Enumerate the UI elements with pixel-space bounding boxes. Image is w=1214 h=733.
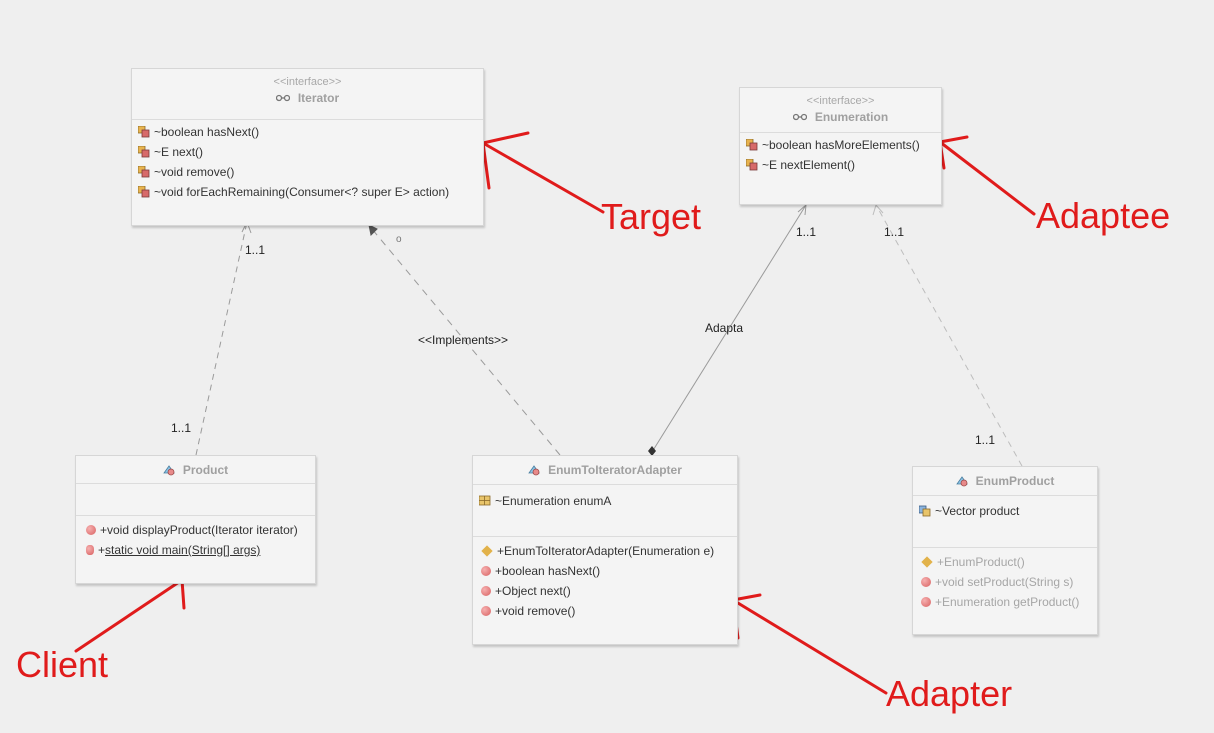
product-op-main[interactable]: +static void main(String[] args)	[86, 540, 315, 560]
enumeration-op-nextelement[interactable]: ~E nextElement()	[746, 155, 941, 175]
implements-marker: o	[396, 234, 402, 245]
enumeration-name: Enumeration	[814, 110, 889, 124]
iterator-op-remove[interactable]: ~void remove()	[138, 162, 483, 182]
iterator-op-remove-label: ~void remove()	[154, 165, 235, 179]
public-method-icon	[481, 606, 491, 616]
adapter-attr-enuma-label: ~Enumeration enumA	[495, 494, 612, 508]
annotation-target: Target	[601, 196, 702, 237]
adapter-name: EnumToIteratorAdapter	[548, 463, 682, 477]
product-op-displayproduct-label: +void displayProduct(Iterator iterator)	[100, 523, 298, 537]
implements-arrowhead	[368, 224, 378, 237]
product-iterator-dependency[interactable]	[195, 221, 248, 456]
static-method-icon	[86, 545, 94, 555]
method-icon	[138, 146, 150, 158]
public-method-icon	[481, 566, 491, 576]
multiplicity-enumproduct-enumeration-top: 1..1	[884, 225, 905, 239]
enumproduct-attr-product-label: ~Vector product	[935, 504, 1020, 518]
method-icon	[138, 126, 150, 138]
iterator-op-next-label: ~E next()	[154, 145, 204, 159]
iterator-name: Iterator	[297, 91, 340, 105]
product-op-main-label: static void main(String[] args)	[105, 543, 261, 557]
product-attributes	[76, 484, 315, 516]
interface-icon	[275, 94, 290, 102]
interface-icon	[792, 113, 807, 121]
client-annotation-arrow	[74, 575, 186, 653]
iterator-op-next[interactable]: ~E next()	[138, 142, 483, 162]
constructor-icon	[481, 545, 493, 557]
multiplicity-adapter-enumeration: 1..1	[796, 225, 817, 239]
public-method-icon	[481, 586, 491, 596]
adapter-op-remove-label: +void remove()	[495, 604, 576, 618]
iterator-op-hasnext-label: ~boolean hasNext()	[154, 125, 260, 139]
adapta-arrowhead	[797, 203, 807, 216]
multiplicity-product-iterator-top: 1..1	[245, 243, 266, 257]
enumproduct-attr-product[interactable]: ~Vector product	[919, 501, 1097, 521]
public-method-icon	[86, 525, 96, 535]
adapter-op-hasnext-label: +boolean hasNext()	[495, 564, 601, 578]
target-annotation-arrow	[481, 131, 605, 214]
product-class[interactable]: Product +void displayProduct(Iterator it…	[75, 455, 316, 584]
method-icon	[746, 159, 758, 171]
product-op-displayproduct[interactable]: +void displayProduct(Iterator iterator)	[86, 520, 315, 540]
class-icon	[955, 476, 968, 487]
enumeration-stereotype: <<interface>>	[806, 95, 875, 107]
multiplicity-product-iterator-bottom: 1..1	[171, 421, 192, 435]
enumproduct-op-setproduct[interactable]: +void setProduct(String s)	[921, 572, 1097, 592]
class-icon	[528, 465, 540, 476]
public-method-icon	[921, 597, 931, 607]
annotation-adapter: Adapter	[886, 673, 1013, 714]
adapter-attr-enuma[interactable]: ~Enumeration enumA	[479, 491, 737, 511]
enumproduct-name: EnumProduct	[975, 474, 1055, 488]
adapter-op-hasnext[interactable]: +boolean hasNext()	[481, 561, 737, 581]
method-icon	[746, 139, 758, 151]
method-icon	[138, 166, 150, 178]
product-name: Product	[182, 463, 229, 477]
adaptee-annotation-arrow	[938, 135, 1036, 216]
iterator-stereotype: <<interface>>	[273, 76, 342, 88]
iterator-op-foreachremaining-label: ~void forEachRemaining(Consumer<? super …	[154, 185, 450, 199]
annotation-adaptee: Adaptee	[1036, 195, 1171, 236]
adapta-association-label: Adapta	[705, 321, 744, 335]
adapter-op-next-label: +Object next()	[495, 584, 571, 598]
enumproduct-enumeration-arrowhead	[872, 203, 884, 216]
enumeration-op-nextelement-label: ~E nextElement()	[762, 158, 856, 172]
class-icon	[163, 465, 175, 476]
field-icon	[919, 505, 931, 517]
adapter-op-remove[interactable]: +void remove()	[481, 601, 737, 621]
implements-stereotype-label: <<Implements>>	[418, 333, 509, 347]
iterator-interface[interactable]: <<interface>> Iterator ~boolean hasNext(…	[131, 68, 484, 226]
implements-line[interactable]	[371, 228, 561, 456]
enumeration-op-hasmoreelements-label: ~boolean hasMoreElements()	[762, 138, 920, 152]
enumproduct-op-constructor-label: +EnumProduct()	[937, 555, 1025, 569]
adapter-op-constructor[interactable]: +EnumToIteratorAdapter(Enumeration e)	[481, 541, 737, 561]
enumproduct-class[interactable]: EnumProduct ~Vector product +EnumProduct…	[912, 466, 1098, 635]
constructor-icon	[921, 556, 933, 568]
adapter-class[interactable]: EnumToIteratorAdapter ~Enumeration enumA…	[472, 455, 738, 645]
enumproduct-op-getproduct-label: +Enumeration getProduct()	[935, 595, 1080, 609]
method-icon	[138, 186, 150, 198]
iterator-op-hasnext[interactable]: ~boolean hasNext()	[138, 122, 483, 142]
annotation-client: Client	[16, 644, 109, 685]
multiplicity-enumproduct-enumeration-bottom: 1..1	[975, 433, 996, 447]
product-op-main-visibility: +	[98, 543, 106, 557]
adapter-op-next[interactable]: +Object next()	[481, 581, 737, 601]
field-icon	[479, 495, 491, 506]
adapter-annotation-arrow	[731, 593, 888, 695]
iterator-op-foreachremaining[interactable]: ~void forEachRemaining(Consumer<? super …	[138, 182, 483, 202]
enumeration-interface[interactable]: <<interface>> Enumeration ~boolean hasMo…	[739, 87, 942, 205]
adapter-op-constructor-label: +EnumToIteratorAdapter(Enumeration e)	[497, 544, 715, 558]
enumproduct-op-setproduct-label: +void setProduct(String s)	[935, 575, 1074, 589]
adapta-association[interactable]	[651, 204, 807, 453]
enumproduct-enumeration-dependency[interactable]	[875, 204, 1023, 467]
public-method-icon	[921, 577, 931, 587]
enumeration-op-hasmoreelements[interactable]: ~boolean hasMoreElements()	[746, 135, 941, 155]
adapta-aggregation-diamond	[648, 446, 656, 456]
enumproduct-op-constructor[interactable]: +EnumProduct()	[921, 552, 1097, 572]
enumproduct-op-getproduct[interactable]: +Enumeration getProduct()	[921, 592, 1097, 612]
